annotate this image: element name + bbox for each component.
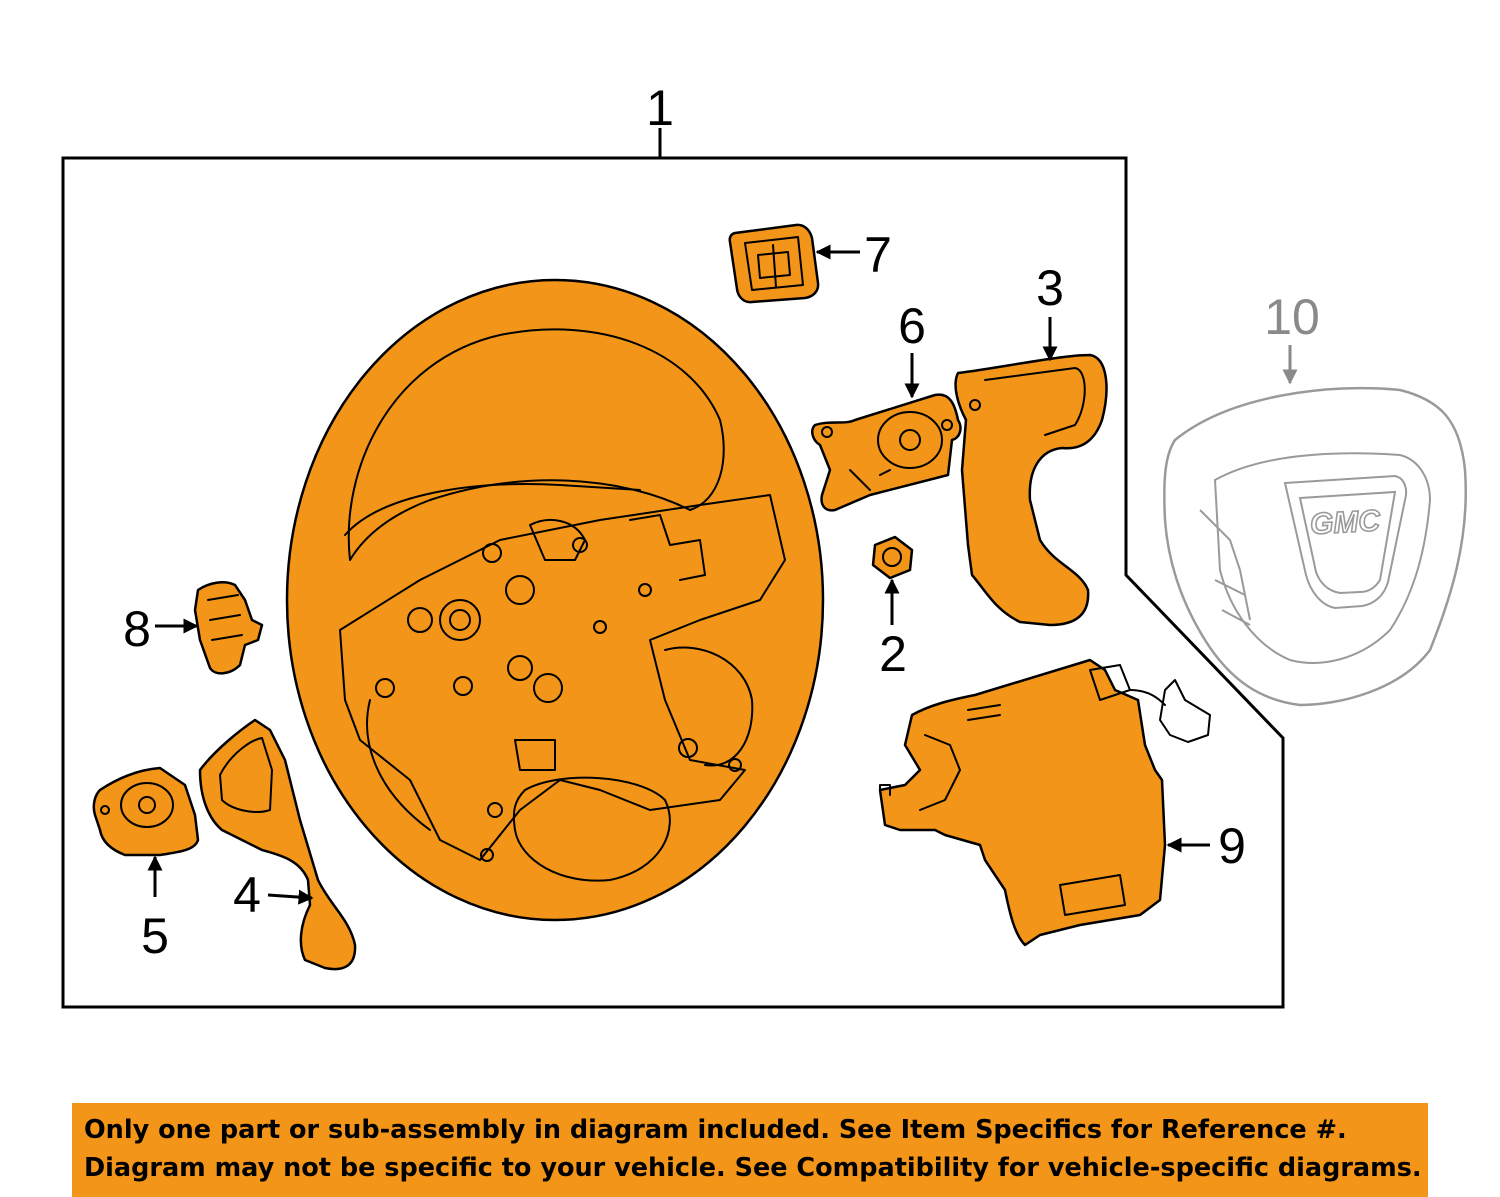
- assembly-boundary: [61, 156, 1285, 1009]
- left-control-switch[interactable]: [92, 766, 200, 857]
- disclaimer-banner: Only one part or sub-assembly in diagram…: [72, 1103, 1428, 1197]
- airbag-module[interactable]: GMC: [1163, 386, 1467, 707]
- callout-4-leader: [267, 889, 314, 905]
- callout-2: 2: [879, 626, 907, 682]
- callout-6: 6: [898, 298, 926, 354]
- right-lower-trim-cover[interactable]: [954, 353, 1108, 627]
- disclaimer-line-1: Only one part or sub-assembly in diagram…: [84, 1115, 1347, 1145]
- retaining-nut[interactable]: [871, 535, 914, 580]
- callout-8: 8: [123, 601, 151, 657]
- left-switch-module[interactable]: [193, 581, 264, 675]
- callout-5: 5: [141, 908, 169, 964]
- callout-1: 1: [646, 80, 674, 136]
- upper-switch-module[interactable]: [728, 223, 820, 304]
- left-lower-trim-cover[interactable]: [198, 718, 357, 971]
- steering-wheel[interactable]: [285, 278, 825, 922]
- gmc-logo: GMC: [1309, 504, 1382, 541]
- callout-7: 7: [864, 227, 892, 283]
- callout-3: 3: [1036, 260, 1064, 316]
- callout-4: 4: [233, 867, 261, 923]
- callout-10: 10: [1264, 289, 1320, 345]
- right-control-switch[interactable]: [811, 393, 962, 512]
- callout-9: 9: [1218, 818, 1246, 874]
- disclaimer-line-2: Diagram may not be specific to your vehi…: [84, 1153, 1422, 1183]
- back-cover[interactable]: [878, 658, 1211, 947]
